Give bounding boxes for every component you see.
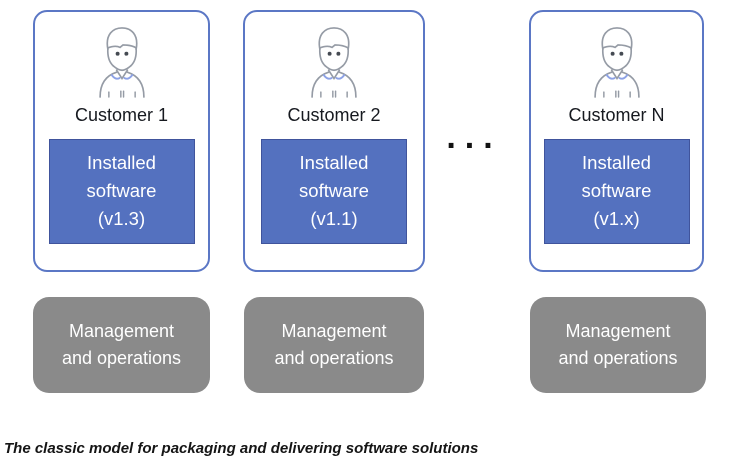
person-icon (98, 27, 145, 98)
customer-2-card: Customer 2 Installed software (v1.1) (243, 10, 425, 272)
ellipsis-icon: ... (446, 118, 502, 156)
mgmt-line: Management (565, 321, 671, 341)
customer-label: Customer 1 (74, 105, 169, 125)
mgmt-line: and operations (558, 348, 678, 368)
customer-n-card: Customer N Installed software (v1.x) (529, 10, 704, 272)
figure-caption: The classic model for packaging and deli… (4, 440, 479, 457)
mgmt-line: Management (281, 321, 387, 341)
management-operations-box: Management and operations (33, 297, 210, 393)
customer-label: Customer N (568, 105, 665, 125)
software-line: software (86, 180, 157, 201)
installed-software-box: Installed software (v1.1) (261, 139, 407, 244)
software-line: Installed (87, 152, 156, 173)
installed-software-box: Installed software (v1.x) (543, 139, 690, 244)
mgmt-line: Management (68, 321, 175, 341)
software-version: (v1.1) (310, 208, 358, 229)
mgmt-line: and operations (274, 348, 394, 368)
customer-1-card: Customer 1 Installed software (v1.3) (33, 10, 210, 272)
software-line: Installed (582, 152, 651, 173)
software-version: (v1.x) (593, 208, 640, 229)
management-operations-box: Management and operations (244, 297, 424, 393)
software-line: Installed (299, 152, 369, 173)
mgmt-line: and operations (61, 348, 182, 368)
software-version: (v1.3) (97, 208, 146, 229)
installed-software-box: Installed software (v1.3) (48, 139, 195, 244)
software-line: software (299, 180, 369, 201)
person-icon (311, 27, 357, 98)
person-icon (593, 27, 640, 98)
customer-label: Customer 2 (287, 105, 381, 125)
management-operations-box: Management and operations (530, 297, 706, 393)
software-line: software (581, 180, 652, 201)
